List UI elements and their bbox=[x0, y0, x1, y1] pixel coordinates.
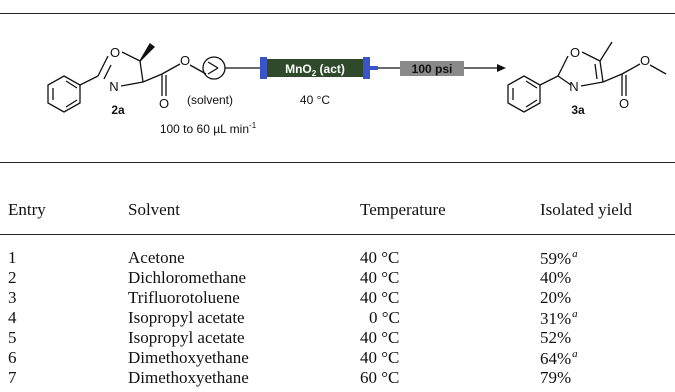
temperature-value: 40 °C bbox=[360, 328, 400, 347]
table-row: 6 Dimethoxyethane 40 °C 64%a bbox=[0, 348, 675, 368]
header-isolated-yield: Isolated yield bbox=[540, 200, 633, 219]
temperature-value: 0 °C bbox=[369, 308, 400, 327]
yield-value: 20% bbox=[540, 288, 572, 307]
arrow-head-icon bbox=[497, 64, 506, 72]
table-row: 3 Trifluorotoluene 40 °C 20% bbox=[0, 288, 675, 308]
solvent-name: Trifluorotoluene bbox=[128, 288, 240, 307]
table-row: 2 Dichloromethane 40 °C 40% bbox=[0, 268, 675, 288]
yield-value: 40% bbox=[540, 268, 572, 287]
header-solvent: Solvent bbox=[128, 200, 180, 219]
reactant-ring-oxygen: O bbox=[110, 45, 120, 60]
entry-number: 3 bbox=[8, 288, 17, 307]
yield-value: 59%a bbox=[540, 248, 578, 268]
product-label: 3a bbox=[571, 103, 585, 117]
solvent-name: Acetone bbox=[128, 248, 185, 267]
reactant-label: 2a bbox=[111, 103, 125, 117]
footnote-marker: a bbox=[572, 248, 578, 260]
footnote-marker: a bbox=[572, 308, 578, 320]
reactant-carbonyl-oxygen: O bbox=[159, 96, 169, 111]
reactor-cap-right bbox=[363, 57, 370, 79]
entry-number: 4 bbox=[8, 308, 17, 327]
reactant-ring-nitrogen: N bbox=[109, 79, 118, 94]
pump-icon bbox=[202, 56, 226, 80]
flow-rate-label: 100 to 60 µL min-1 bbox=[160, 121, 257, 136]
temperature-value: 60 °C bbox=[360, 368, 400, 387]
methyl-wedge bbox=[139, 43, 155, 62]
solvent-name: Dimethoxyethane bbox=[128, 368, 249, 387]
entry-number: 1 bbox=[8, 248, 17, 267]
yield-value: 31%a bbox=[540, 308, 578, 328]
entry-number: 2 bbox=[8, 268, 17, 287]
scheme-divider-rule bbox=[0, 162, 675, 163]
solvent-name: Isopropyl acetate bbox=[128, 308, 245, 327]
temperature-value: 40 °C bbox=[360, 268, 400, 287]
solvent-name: Dimethoxyethane bbox=[128, 348, 249, 367]
reaction-scheme: MnO2 (act) 40 °C 100 psi O N O O O N O O… bbox=[47, 41, 667, 136]
product-ester-oxygen: O bbox=[640, 53, 650, 68]
table-row: 1 Acetone 40 °C 59%a bbox=[0, 248, 675, 268]
product-ring-oxygen: O bbox=[570, 45, 580, 60]
temperature-value: 40 °C bbox=[360, 348, 400, 367]
table-row: 4 Isopropyl acetate 0 °C 31%a bbox=[0, 308, 675, 328]
header-rule bbox=[0, 234, 675, 235]
entry-number: 7 bbox=[8, 368, 17, 387]
product-carbonyl-oxygen: O bbox=[619, 96, 629, 111]
reactor-column bbox=[267, 59, 363, 77]
yield-value: 64%a bbox=[540, 348, 578, 368]
reactor-temperature: 40 °C bbox=[300, 93, 330, 107]
solvent-name: Dichloromethane bbox=[128, 268, 247, 287]
header-temperature: Temperature bbox=[360, 200, 446, 219]
entry-number: 5 bbox=[8, 328, 17, 347]
table-row: 7 Dimethoxyethane 60 °C 79% bbox=[0, 368, 675, 388]
entry-number: 6 bbox=[8, 348, 17, 367]
reactor-cap-left bbox=[260, 57, 267, 79]
temperature-value: 40 °C bbox=[360, 248, 400, 267]
reactor-label: MnO2 (act) bbox=[285, 62, 345, 78]
reactant-ester-oxygen: O bbox=[180, 53, 190, 68]
yield-value: 79% bbox=[540, 368, 572, 387]
header-entry: Entry bbox=[8, 200, 46, 219]
table-row: 5 Isopropyl acetate 40 °C 52% bbox=[0, 328, 675, 348]
solvent-label: (solvent) bbox=[187, 93, 233, 107]
footnote-marker: a bbox=[572, 348, 578, 360]
top-rule bbox=[0, 13, 675, 14]
yield-value: 52% bbox=[540, 328, 572, 347]
bpr-label: 100 psi bbox=[412, 62, 453, 76]
temperature-value: 40 °C bbox=[360, 288, 400, 307]
bpr-box bbox=[400, 61, 464, 76]
solvent-name: Isopropyl acetate bbox=[128, 328, 245, 347]
product-ring-nitrogen: N bbox=[569, 79, 578, 94]
